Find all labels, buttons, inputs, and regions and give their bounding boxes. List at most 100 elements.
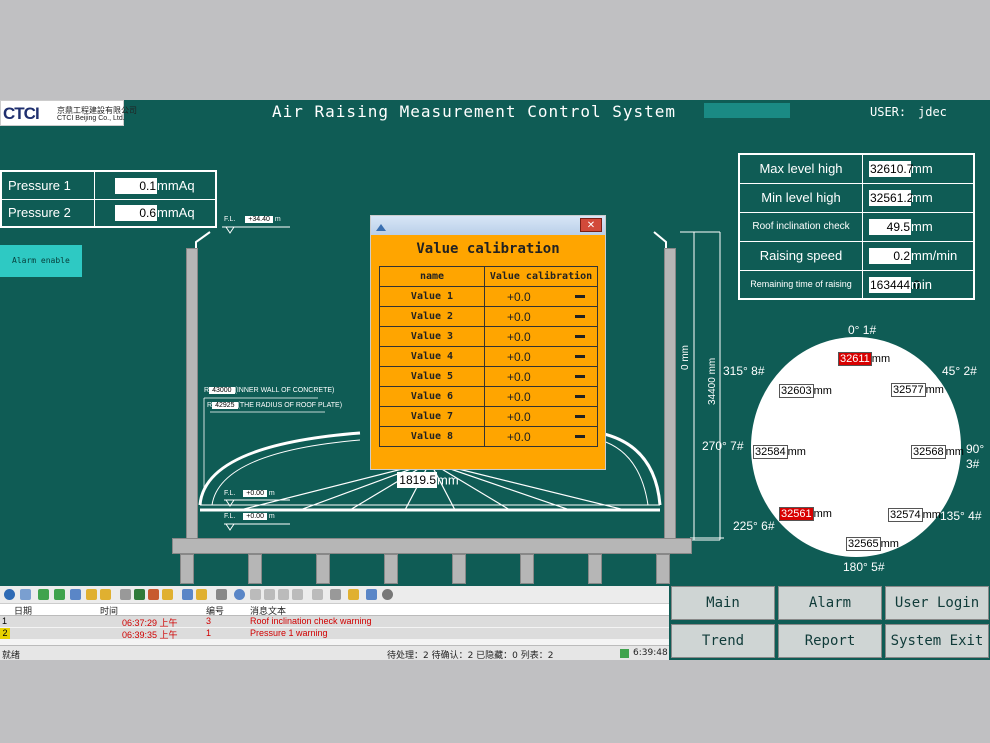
raising-speed-unit: mm/min: [911, 248, 958, 264]
print-icon[interactable]: [216, 589, 227, 600]
fl-mid-value: +0.00: [243, 490, 267, 497]
minus-button[interactable]: [575, 395, 585, 398]
acknowledge-icon[interactable]: [348, 589, 359, 600]
fl-top-unit: m: [274, 216, 281, 223]
dialog-titlebar[interactable]: ✕: [371, 216, 605, 235]
r2-text: (THE RADIUS OF ROOF PLATE): [237, 402, 343, 409]
roof-inclination-label: Roof inclination check: [738, 211, 863, 242]
minus-button[interactable]: [575, 415, 585, 418]
header-time: 时间: [100, 607, 119, 617]
calibration-name: Value 2: [379, 306, 485, 327]
sensor-3-position-angle: 90°: [966, 442, 985, 456]
edit-icon[interactable]: [330, 589, 341, 600]
calibration-value[interactable]: +0.0: [507, 369, 531, 384]
dialog-heading: Value calibration: [416, 241, 560, 257]
minus-button[interactable]: [575, 295, 585, 298]
alarm-button[interactable]: Alarm: [778, 586, 882, 620]
last-icon[interactable]: [292, 589, 303, 600]
first-icon[interactable]: [250, 589, 261, 600]
fl-low-unit: m: [268, 513, 275, 520]
calibration-value[interactable]: +0.0: [507, 409, 531, 424]
calibration-value[interactable]: +0.0: [507, 349, 531, 364]
user-login-button[interactable]: User Login: [885, 586, 989, 620]
calibration-name: Value 1: [379, 286, 485, 307]
calibration-value[interactable]: +0.0: [507, 289, 531, 304]
pile: [384, 554, 398, 584]
export-icon[interactable]: [148, 589, 159, 600]
system-exit-button[interactable]: System Exit: [885, 624, 989, 658]
pile: [248, 554, 262, 584]
logo-chinese-name: 京鼎工程建設有限公司: [57, 106, 137, 115]
row-message: Roof inclination check warning: [250, 616, 372, 626]
calibration-name: Value 5: [379, 366, 485, 387]
minus-button[interactable]: [575, 355, 585, 358]
sensor-2-value: 32577: [891, 383, 926, 397]
minus-button[interactable]: [575, 335, 585, 338]
folder-icon[interactable]: [196, 589, 207, 600]
report-button[interactable]: Report: [778, 624, 882, 658]
document-icon[interactable]: [182, 589, 193, 600]
minus-button[interactable]: [575, 375, 585, 378]
fl-low-label: F.L.: [224, 513, 236, 520]
sensor-6-position: 225° 6#: [733, 519, 775, 533]
tank-wall-left: [186, 248, 198, 540]
help-icon[interactable]: [4, 589, 15, 600]
pile: [588, 554, 602, 584]
save-icon[interactable]: [70, 589, 81, 600]
sensor-8-position: 315° 8#: [723, 364, 765, 378]
sensor-5-value: 32565: [846, 537, 881, 551]
status-time: 6:39:48: [633, 648, 668, 658]
dialog-app-icon: [376, 224, 386, 231]
table-row[interactable]: 1 06:37:29 上午 3 Roof inclination check w…: [0, 616, 669, 628]
alarm-panel: 日期 时间 编号 消息文本 1 06:37:29 上午 3 Roof incli…: [0, 586, 669, 660]
status-counts: 待处理：2 待确认：2 已隐藏：0 列表：2: [387, 651, 554, 660]
main-button[interactable]: Main: [671, 586, 775, 620]
next-icon[interactable]: [278, 589, 289, 600]
reload-icon[interactable]: [54, 589, 65, 600]
warning-icon[interactable]: [162, 589, 173, 600]
roof-height-readout: 1819.5mm: [397, 471, 459, 489]
col-header-value: Value calibration: [484, 266, 598, 287]
view-icon[interactable]: [20, 589, 31, 600]
chart-icon[interactable]: [100, 589, 111, 600]
row-number: 1: [206, 628, 212, 638]
alarm-toolbar: [0, 586, 669, 604]
lock-icon[interactable]: [86, 589, 97, 600]
fl-top-marker: F.L. +34.40 m: [224, 216, 281, 223]
close-icon[interactable]: ✕: [580, 218, 602, 232]
pressure-1-label: Pressure 1: [0, 170, 95, 200]
copy-icon[interactable]: [312, 589, 323, 600]
sensor-2-unit: mm: [925, 384, 944, 396]
minus-button[interactable]: [575, 315, 585, 318]
row-index: 1: [2, 616, 8, 626]
remaining-time-unit: min: [911, 277, 932, 293]
prev-icon[interactable]: [264, 589, 275, 600]
trend-button[interactable]: Trend: [671, 624, 775, 658]
table-row[interactable]: 2 06:39:35 上午 1 Pressure 1 warning: [0, 628, 669, 640]
remaining-time-label: Remaining time of raising: [738, 269, 863, 300]
calibration-value[interactable]: +0.0: [507, 309, 531, 324]
sensor-3-value: 32568: [911, 445, 946, 459]
minus-button[interactable]: [575, 435, 585, 438]
roof-inclination-value: 49.5: [869, 218, 911, 235]
calibration-value[interactable]: +0.0: [507, 389, 531, 404]
filter-icon[interactable]: [120, 589, 131, 600]
calibration-row: Value 5 +0.0: [379, 366, 598, 387]
info-icon[interactable]: [234, 589, 245, 600]
alarm-enable-button[interactable]: Alarm enable: [0, 245, 82, 277]
settings-icon[interactable]: [366, 589, 377, 600]
alarm-statusbar: 就绪 待处理：2 待确认：2 已隐藏：0 列表：2 6:39:48: [0, 645, 669, 660]
clock-icon[interactable]: [382, 589, 393, 600]
list-icon[interactable]: [134, 589, 145, 600]
value-calibration-dialog: ✕ Value calibration name Value calibrati…: [370, 215, 606, 470]
min-level-label: Min level high: [738, 182, 863, 213]
calibration-value[interactable]: +0.0: [507, 329, 531, 344]
tank-foundation: [172, 538, 692, 554]
refresh-icon[interactable]: [38, 589, 49, 600]
hmi-screen: CTCI 京鼎工程建設有限公司 CTCI Beijing Co., Ltd. A…: [0, 100, 990, 660]
r1-prefix: R: [204, 387, 210, 394]
calibration-value[interactable]: +0.0: [507, 429, 531, 444]
